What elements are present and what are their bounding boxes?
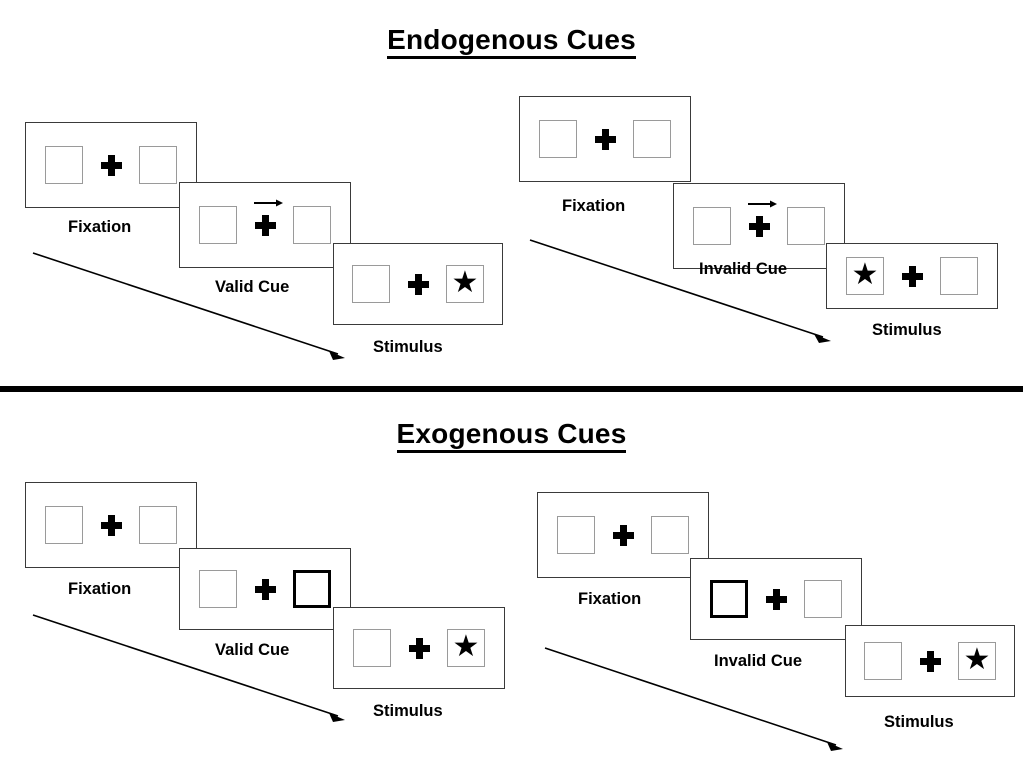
endogenous-invalid-stimulus-frame: ★ — [826, 243, 998, 309]
star-target-icon: ★ — [451, 266, 479, 299]
exogenous-valid-stimulus-label: Stimulus — [373, 702, 443, 720]
placeholder-box-right — [804, 580, 842, 618]
target-box-right: ★ — [446, 265, 484, 303]
placeholder-box-left — [864, 642, 902, 680]
exogenous-valid-cue-label: Valid Cue — [215, 641, 290, 659]
endogenous-invalid-fixation-frame — [519, 96, 691, 182]
placeholder-box-right — [940, 257, 978, 295]
placeholder-box-right — [139, 506, 177, 544]
exogenous-invalid-cue-label: Invalid Cue — [714, 652, 803, 670]
cue-arrow-container — [748, 200, 777, 237]
fixation-cross-icon — [749, 216, 770, 237]
fixation-cross-icon — [409, 638, 430, 659]
star-target-icon: ★ — [963, 643, 991, 676]
section-title-endogenous-text: Endogenous Cues — [387, 24, 636, 59]
target-box-right: ★ — [958, 642, 996, 680]
placeholder-box-left — [199, 570, 237, 608]
arrow-right-icon — [748, 200, 777, 208]
endogenous-valid-stimulus-frame: ★ — [333, 243, 503, 325]
endogenous-invalid-fixation-label: Fixation — [562, 197, 626, 215]
exogenous-invalid-stimulus-frame: ★ — [845, 625, 1015, 697]
placeholder-box-left — [352, 265, 390, 303]
exogenous-valid-cue-frame — [179, 548, 351, 630]
exogenous-valid-fixation-label: Fixation — [68, 580, 132, 598]
cued-box-left — [710, 580, 748, 618]
fixation-cross-icon — [255, 579, 276, 600]
fixation-cross-icon — [408, 274, 429, 295]
placeholder-box-right — [633, 120, 671, 158]
star-target-icon: ★ — [452, 630, 480, 663]
endogenous-invalid-stimulus-label: Stimulus — [872, 321, 942, 339]
placeholder-box-right — [293, 206, 331, 244]
fixation-cross-icon — [613, 525, 634, 546]
endogenous-valid-stimulus-label: Stimulus — [373, 338, 443, 356]
placeholder-box-left — [693, 207, 731, 245]
cued-box-right — [293, 570, 331, 608]
section-divider — [0, 386, 1023, 392]
placeholder-box-left — [45, 506, 83, 544]
endogenous-valid-fixation-label: Fixation — [68, 218, 132, 236]
endogenous-valid-cue-label: Valid Cue — [215, 278, 290, 296]
exogenous-invalid-stimulus-label: Stimulus — [884, 713, 954, 731]
target-box-right: ★ — [447, 629, 485, 667]
placeholder-box-left — [539, 120, 577, 158]
exogenous-invalid-cue-frame — [690, 558, 862, 640]
endogenous-valid-fixation-frame — [25, 122, 197, 208]
fixation-cross-icon — [766, 589, 787, 610]
placeholder-box-left — [557, 516, 595, 554]
fixation-cross-icon — [920, 651, 941, 672]
fixation-cross-icon — [255, 215, 276, 236]
exogenous-valid-stimulus-frame: ★ — [333, 607, 505, 689]
placeholder-box-right — [651, 516, 689, 554]
placeholder-box-left — [199, 206, 237, 244]
fixation-cross-icon — [101, 155, 122, 176]
placeholder-box-left — [45, 146, 83, 184]
star-target-icon: ★ — [851, 258, 879, 291]
section-title-endogenous: Endogenous Cues — [0, 24, 1023, 59]
target-box-left: ★ — [846, 257, 884, 295]
placeholder-box-left — [353, 629, 391, 667]
endogenous-invalid-cue-label: Invalid Cue — [699, 260, 788, 278]
arrow-right-icon — [254, 199, 283, 207]
placeholder-box-right — [139, 146, 177, 184]
endogenous-invalid-cue-frame — [673, 183, 845, 269]
exogenous-invalid-fixation-label: Fixation — [578, 590, 642, 608]
fixation-cross-icon — [101, 515, 122, 536]
cue-arrow-container — [254, 199, 283, 236]
fixation-cross-icon — [595, 129, 616, 150]
section-title-exogenous-text: Exogenous Cues — [396, 418, 627, 453]
exogenous-valid-fixation-frame — [25, 482, 197, 568]
placeholder-box-right — [787, 207, 825, 245]
fixation-cross-icon — [902, 266, 923, 287]
exogenous-invalid-fixation-frame — [537, 492, 709, 578]
section-title-exogenous: Exogenous Cues — [0, 418, 1023, 453]
endogenous-valid-cue-frame — [179, 182, 351, 268]
